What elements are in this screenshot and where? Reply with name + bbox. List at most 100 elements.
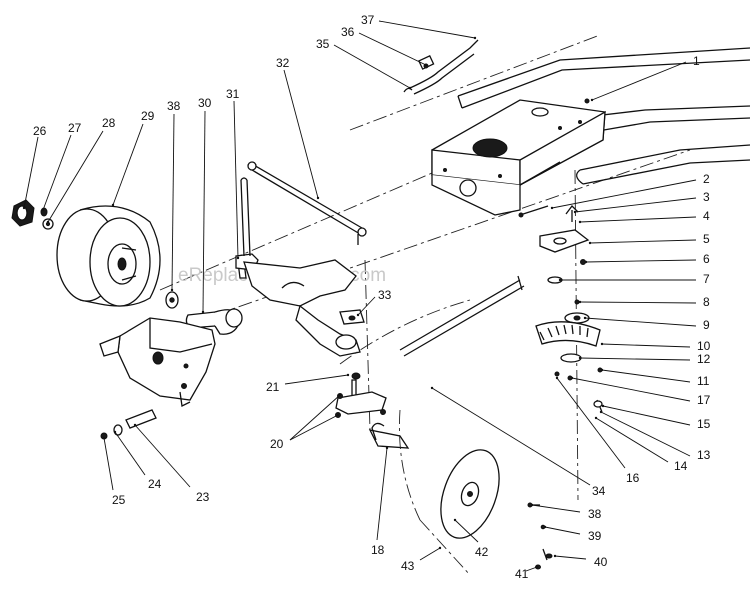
leader-line — [591, 61, 687, 101]
pin-washer-nut — [100, 409, 157, 440]
leader-line — [202, 110, 206, 313]
leader-line — [376, 447, 388, 541]
steering-disc — [440, 449, 500, 539]
callout-6: 6 — [584, 252, 710, 266]
hub-cap-nut-washers — [11, 199, 54, 230]
leader-end-dot — [600, 342, 604, 346]
leader-line — [602, 405, 691, 426]
callout-number: 26 — [33, 124, 47, 138]
leader-end-dot — [530, 503, 534, 507]
leader-line — [601, 343, 691, 348]
leader-end-dot — [473, 36, 477, 40]
leader-line — [357, 296, 376, 316]
leader-end-dot — [424, 63, 428, 67]
callout-30: 30 — [198, 96, 212, 314]
callout-28: 28 — [46, 116, 116, 224]
callout-number: 42 — [475, 545, 489, 559]
leader-end-dot — [550, 206, 554, 210]
callout-number: 28 — [102, 116, 116, 130]
leader-end-dot — [599, 410, 603, 414]
leader-line — [601, 369, 691, 383]
axle-steering-arm — [243, 259, 365, 357]
callout-3: 3 — [573, 190, 710, 214]
leader-end-dot — [584, 260, 588, 264]
leader-line — [579, 357, 691, 361]
callout-41: 41 — [515, 565, 539, 581]
callout-18: 18 — [371, 446, 389, 557]
callout-11: 11 — [600, 368, 710, 388]
leader-end-dot — [573, 210, 577, 214]
leader-line — [544, 526, 581, 535]
leader-end-dot — [535, 565, 539, 569]
steering-gear-assembly — [518, 98, 603, 413]
callout-number: 8 — [703, 295, 710, 309]
leader-line — [551, 179, 697, 209]
axle-carrier-plate — [99, 317, 216, 407]
leader-end-dot — [578, 300, 582, 304]
callout-number: 35 — [316, 37, 330, 51]
leader-end-dot — [236, 256, 240, 260]
leader-end-dot — [111, 203, 115, 207]
leader-line — [419, 547, 441, 561]
leader-end-dot — [590, 98, 594, 102]
leader-line — [574, 197, 697, 213]
leader-line — [112, 123, 144, 206]
leader-end-dot — [594, 416, 598, 420]
callout-number: 37 — [361, 13, 375, 27]
callout-number: 3 — [703, 190, 710, 204]
leader-end-dot — [578, 356, 582, 360]
callout-33: 33 — [356, 288, 392, 317]
callout-number: 6 — [703, 252, 710, 266]
callout-38b: 38 — [530, 503, 602, 521]
leader-line — [358, 32, 427, 66]
callout-number: 9 — [703, 318, 710, 332]
callout-number: 29 — [141, 109, 155, 123]
leader-line — [525, 566, 538, 572]
callout-13: 13 — [599, 410, 711, 462]
leader-line — [571, 377, 691, 402]
callout-15: 15 — [601, 404, 711, 431]
leader-line — [554, 555, 587, 560]
callout-25: 25 — [102, 436, 126, 507]
leader-line — [579, 216, 697, 223]
leader-line — [600, 411, 691, 457]
callout-number: 10 — [697, 339, 711, 353]
leader-end-dot — [133, 423, 137, 427]
leader-end-dot — [201, 310, 205, 314]
callout-8: 8 — [578, 295, 710, 309]
callout-36: 36 — [341, 25, 428, 67]
leader-line — [134, 424, 191, 488]
callout-number: 23 — [196, 490, 210, 504]
leader-end-dot — [453, 518, 457, 522]
callout-10: 10 — [600, 339, 711, 353]
leader-end-dot — [558, 278, 562, 282]
callout-35: 35 — [316, 37, 412, 90]
callout-14: 14 — [594, 416, 688, 473]
leader-line — [531, 504, 581, 513]
callout-number: 32 — [276, 56, 290, 70]
callout-29: 29 — [111, 109, 155, 207]
callout-number: 1 — [693, 54, 700, 68]
callout-38a: 38 — [167, 99, 181, 292]
callout-number: 2 — [703, 172, 710, 186]
leader-end-dot — [22, 206, 26, 210]
leader-end-dot — [553, 554, 557, 558]
callout-12: 12 — [578, 352, 711, 366]
leader-end-dot — [430, 386, 434, 390]
callout-number: 38 — [588, 507, 602, 521]
leader-end-dot — [555, 376, 559, 380]
callout-9: 9 — [583, 316, 710, 332]
leader-line — [171, 113, 175, 291]
frame-chassis — [431, 47, 750, 216]
leader-end-dot — [438, 546, 442, 550]
front-wheel-tire — [56, 205, 161, 307]
callout-20b — [289, 413, 340, 441]
callout-2: 2 — [550, 172, 710, 210]
leader-line — [23, 136, 39, 209]
small-hardware-lower — [527, 502, 553, 570]
leader-line — [289, 394, 341, 441]
leader-line — [289, 414, 339, 441]
callout-16: 16 — [555, 376, 640, 485]
leader-line — [585, 259, 697, 263]
callout-26: 26 — [22, 124, 47, 210]
